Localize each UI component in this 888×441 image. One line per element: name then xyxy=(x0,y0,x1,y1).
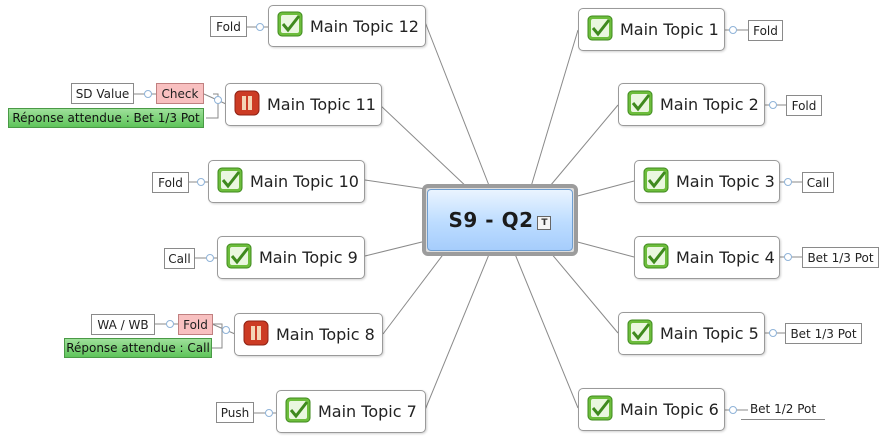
topic-9-action-label[interactable]: Call xyxy=(164,248,195,269)
central-topic[interactable]: S9 - Q2 T xyxy=(422,184,578,256)
central-topic-body: S9 - Q2 T xyxy=(427,189,573,251)
topic-11-expected-answer-label[interactable]: Réponse attendue : Bet 1/3 Pot xyxy=(8,108,204,128)
topic-title: Main Topic 6 xyxy=(620,400,719,419)
topic-12-action-label[interactable]: Fold xyxy=(210,16,247,37)
topic-1-action-label[interactable]: Fold xyxy=(748,20,783,41)
check-icon xyxy=(627,90,653,120)
note-icon[interactable]: T xyxy=(537,216,552,230)
topic-11-value-label[interactable]: SD Value xyxy=(71,83,134,104)
check-icon xyxy=(226,243,252,273)
topic-title: Main Topic 1 xyxy=(620,20,719,39)
check-icon xyxy=(587,395,613,425)
topic-main-11[interactable]: Main Topic 11 xyxy=(225,83,382,126)
topic-4-action-label[interactable]: Bet 1/3 Pot xyxy=(802,247,879,268)
topic-main-9[interactable]: Main Topic 9 xyxy=(217,236,365,279)
topic-3-action-label[interactable]: Call xyxy=(802,172,834,193)
check-icon xyxy=(587,15,613,45)
topic-title: Main Topic 8 xyxy=(276,325,375,344)
topic-main-4[interactable]: Main Topic 4 xyxy=(634,236,780,279)
topic-title: Main Topic 4 xyxy=(676,248,775,267)
topic-10-action-label[interactable]: Fold xyxy=(152,172,189,193)
topic-8-value-label[interactable]: WA / WB xyxy=(91,314,155,335)
topic-main-2[interactable]: Main Topic 2 xyxy=(618,83,765,126)
topic-11-action-label[interactable]: Check xyxy=(156,83,204,104)
topic-8-action-label[interactable]: Fold xyxy=(178,314,213,335)
topic-title: Main Topic 7 xyxy=(318,402,417,421)
topic-title: Main Topic 11 xyxy=(267,95,376,114)
check-icon xyxy=(627,319,653,349)
check-icon xyxy=(643,167,669,197)
topic-main-6[interactable]: Main Topic 6 xyxy=(578,388,725,431)
topic-8-expected-answer-label[interactable]: Réponse attendue : Call xyxy=(64,338,212,358)
topic-title: Main Topic 5 xyxy=(660,324,759,343)
topic-main-10[interactable]: Main Topic 10 xyxy=(208,160,365,203)
topic-title: Main Topic 2 xyxy=(660,95,759,114)
topic-title: Main Topic 10 xyxy=(250,172,359,191)
topic-title: Main Topic 12 xyxy=(310,16,419,36)
topic-main-12[interactable]: Main Topic 12 xyxy=(268,5,426,47)
topic-main-1[interactable]: Main Topic 1 xyxy=(578,8,725,51)
check-icon xyxy=(217,167,243,197)
topic-title: Main Topic 3 xyxy=(676,172,775,191)
topic-main-5[interactable]: Main Topic 5 xyxy=(618,312,765,355)
pause-icon xyxy=(243,320,269,350)
topic-title: Main Topic 9 xyxy=(259,248,358,267)
topic-main-7[interactable]: Main Topic 7 xyxy=(276,390,426,433)
topic-7-action-label[interactable]: Push xyxy=(216,402,254,423)
topic-2-action-label[interactable]: Fold xyxy=(786,95,822,116)
topic-6-action-label[interactable]: Bet 1/2 Pot xyxy=(741,399,825,420)
check-icon xyxy=(285,397,311,427)
topic-5-action-label[interactable]: Bet 1/3 Pot xyxy=(785,323,862,344)
check-icon xyxy=(643,243,669,273)
pause-icon xyxy=(234,90,260,120)
check-icon xyxy=(277,11,303,41)
topic-main-8[interactable]: Main Topic 8 xyxy=(234,313,383,356)
central-topic-title: S9 - Q2 xyxy=(448,208,534,232)
topic-main-3[interactable]: Main Topic 3 xyxy=(634,160,780,203)
